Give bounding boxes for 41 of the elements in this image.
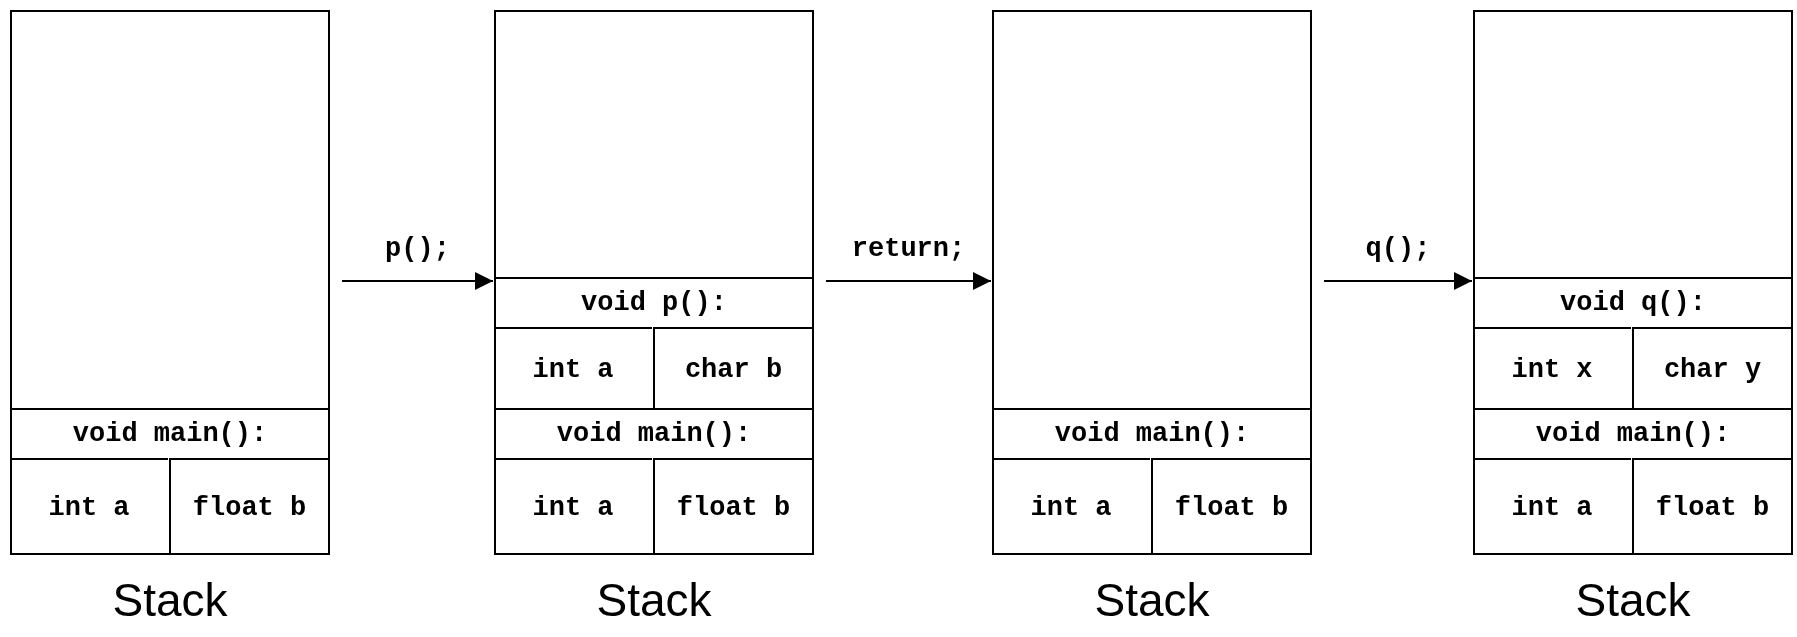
variable-cell [169, 458, 328, 555]
arrow [1323, 272, 1473, 290]
variable-label: int x [1511, 354, 1593, 385]
stack-frame [1473, 408, 1793, 553]
frame-label: void q(): [1560, 288, 1706, 318]
variable-label: int a [48, 492, 130, 523]
variable-cell [1632, 458, 1791, 555]
variable-label: int a [532, 354, 614, 385]
stack-box [992, 10, 1312, 555]
stack-box [494, 10, 814, 555]
stack-caption: Stack [111, 573, 229, 627]
arrow [825, 272, 992, 290]
stack-box [1473, 10, 1793, 555]
frame-label: void p(): [581, 288, 727, 318]
variable-label: float b [192, 492, 307, 523]
variable-label: float b [1655, 492, 1770, 523]
stack-frame [494, 277, 814, 408]
variable-cell [653, 458, 812, 555]
variable-label: int a [1030, 492, 1112, 523]
stack-caption: Stack [595, 573, 713, 627]
variable-cell [653, 327, 812, 410]
variable-cell [1632, 327, 1791, 410]
variable-cell [1151, 458, 1310, 555]
arrow [341, 272, 494, 290]
stack-frame [1473, 277, 1793, 408]
frame-label: void main(): [1054, 419, 1250, 449]
frame-label: void main(): [556, 419, 752, 449]
variable-label: float b [676, 492, 791, 523]
stack-caption: Stack [1574, 573, 1692, 627]
variable-label: int a [1511, 492, 1593, 523]
variable-label: float b [1174, 492, 1289, 523]
stack-box [10, 10, 330, 555]
stack-frame [10, 408, 330, 553]
stack-caption: Stack [1093, 573, 1211, 627]
variable-label: char y [1663, 354, 1762, 385]
variable-label: char b [684, 354, 783, 385]
frame-label: void main(): [1535, 419, 1731, 449]
stack-frame [494, 408, 814, 553]
stack-frame [992, 408, 1312, 553]
variable-label: int a [532, 492, 614, 523]
frame-label: void main(): [72, 419, 268, 449]
